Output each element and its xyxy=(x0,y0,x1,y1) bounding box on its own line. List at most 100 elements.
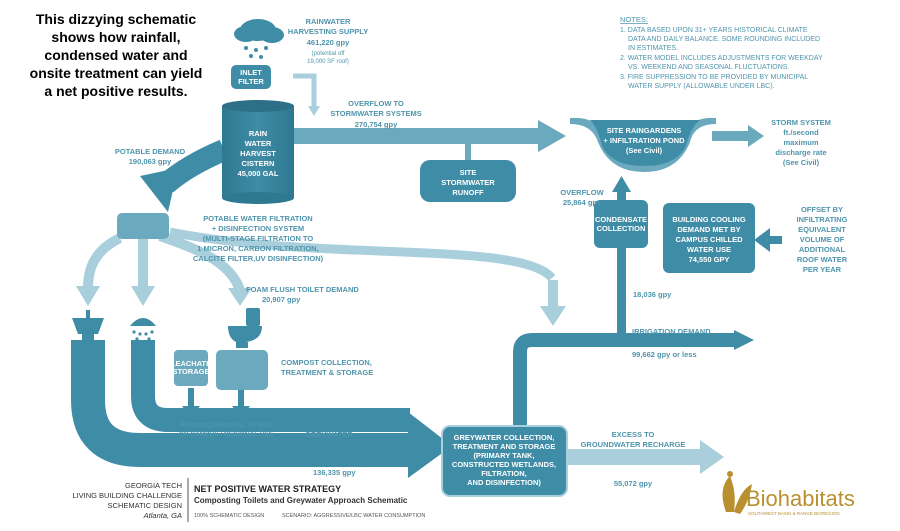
greywater-value: 136,335 gpy xyxy=(313,468,356,477)
greywater-box-label: GREYWATER COLLECTION, xyxy=(454,433,555,442)
overflow-storm-label: OVERFLOW TO xyxy=(348,99,404,108)
cistern-label: HARVEST xyxy=(240,149,276,158)
brand-name: Biohabitats xyxy=(746,486,855,511)
greywater-label: GREYWATER xyxy=(305,430,353,439)
offset-arrow xyxy=(754,228,782,252)
greywater-box-label: FILTRATION, xyxy=(481,469,527,478)
rainwater-value: 461,220 gpy xyxy=(307,38,350,47)
inlet-filter-label: INLET xyxy=(240,68,262,77)
storm-system-label: discharge rate xyxy=(775,148,826,157)
compost-label: TREATMENT & STORAGE xyxy=(281,368,373,377)
potable-demand-value: 190,063 gpy xyxy=(129,157,172,166)
potable-demand-label: POTABLE DEMAND xyxy=(115,147,186,156)
cistern-capacity: 45,000 GAL xyxy=(238,169,279,178)
overflow-value: 25,864 gpy xyxy=(563,198,602,207)
greywater-box-label: (PRIMARY TANK, xyxy=(473,451,534,460)
offset-label: EQUIVALENT xyxy=(798,225,846,234)
offset-label: OFFSET BY xyxy=(801,205,843,214)
caption-line: onsite treatment can yield xyxy=(29,65,203,81)
site-runoff-label: SITE xyxy=(460,168,477,177)
cistern-label: RAIN xyxy=(249,129,267,138)
caption-line: This dizzying schematic xyxy=(35,11,197,27)
notes-line: 2. WATER MODEL INCLUDES ADJUSTMENTS FOR … xyxy=(620,55,823,62)
condensate-box xyxy=(594,200,648,248)
raingardens-label: + INFILTRATION POND xyxy=(603,136,685,145)
raingarden-pond xyxy=(590,120,700,166)
irrigation-arrow xyxy=(513,330,754,428)
notes-line: WATER SUPPLY (ALLOWABLE UNDER LBC). xyxy=(628,83,775,90)
inlet-overflow-pipe xyxy=(293,73,320,116)
rainwater-note: 19,000 SF roof) xyxy=(307,59,349,65)
storm-system-label: (See Civil) xyxy=(783,158,820,167)
cooling-box xyxy=(663,203,755,273)
site-runoff-box xyxy=(420,160,516,202)
foam-flush-label: FOAM FLUSH TOILET DEMAND xyxy=(246,285,359,294)
site-runoff-label: RUNOFF xyxy=(452,188,484,197)
rainwater-title: HARVESTING SUPPLY xyxy=(288,27,368,36)
irrigation-label: IRRIGATION DEMAND xyxy=(632,327,711,336)
compost-box xyxy=(216,350,268,390)
caption-line: shows how rainfall, xyxy=(51,29,181,45)
potable-demand-arrow xyxy=(140,139,229,212)
toilet-icon xyxy=(228,308,262,348)
compost-label: COMPOST COLLECTION, xyxy=(281,358,372,367)
sink-icon xyxy=(72,310,104,342)
greywater-box-label: AND DISINFECTION) xyxy=(467,478,541,487)
offset-label: ADDITIONAL xyxy=(799,245,846,254)
biohabitats-logo-icon xyxy=(722,471,752,514)
offset-label: VOLUME OF xyxy=(800,235,845,244)
cooling-label: CAMPUS CHILLED xyxy=(675,235,743,244)
storm-system-label: ft./second xyxy=(783,128,819,137)
leachate-box xyxy=(174,350,208,386)
brand-tagline: SOUTHWEST BASIN & RANGE BIOREGION xyxy=(748,511,840,516)
recharge-arrow xyxy=(568,440,724,474)
filtration-label: + DISINFECTION SYSTEM xyxy=(212,224,304,233)
caption-line: a net positive results. xyxy=(44,83,188,99)
strategy-footer: 100% SCHEMATIC DESIGN xyxy=(194,513,264,519)
filtration-label: POTABLE WATER FILTRATION xyxy=(203,214,312,223)
rain-cloud-icon xyxy=(234,19,284,59)
notes-line: 3. FIRE SUPPRESSION TO BE PROVIDED BY MU… xyxy=(620,74,808,81)
recharge-label: GROUNDWATER RECHARGE xyxy=(581,440,686,449)
cooling-label: WATER USE xyxy=(687,245,731,254)
condensate-label: CONDENSATE xyxy=(595,215,647,224)
strategy-subtitle: Composting Toilets and Greywater Approac… xyxy=(194,496,408,505)
offset-label: ROOF WATER xyxy=(797,255,848,264)
filtration-box xyxy=(117,213,169,239)
leachate-label: STORAGE xyxy=(173,367,210,376)
cooling-label: BUILDING COOLING xyxy=(672,215,745,224)
project-line: SCHEMATIC DESIGN xyxy=(108,501,182,510)
notes-line: IN ESTIMATES. xyxy=(628,45,678,52)
inlet-filter-label: FILTER xyxy=(238,77,264,86)
raingarden-basin xyxy=(570,117,716,172)
condensate-flow-value: 18,036 gpy xyxy=(633,290,672,299)
greywater-treatment-box xyxy=(441,425,568,497)
cooling-value: 74,550 GPY xyxy=(689,255,730,264)
overflow-label: OVERFLOW xyxy=(560,188,604,197)
raingardens-label: (See Civil) xyxy=(626,146,663,155)
recharge-value: 55,072 gpy xyxy=(614,479,653,488)
storm-system-label: maximum xyxy=(783,138,818,147)
greywater-box-label: CONSTRUCTED WETLANDS, xyxy=(452,460,556,469)
overflow-storm-label: STORMWATER SYSTEMS xyxy=(330,109,421,118)
offset-label: INFILTRATING xyxy=(797,215,848,224)
condensate-pipe xyxy=(612,176,631,338)
project-line: GEORGIA TECH xyxy=(125,481,182,490)
foam-flush-value: 20,907 gpy xyxy=(262,295,301,304)
offset-label: PER YEAR xyxy=(803,265,842,274)
notes-line: DATA AND DAILY BALANCE. SOME ROUNDING IN… xyxy=(628,36,820,43)
cooling-label: DEMAND MET BY xyxy=(677,225,740,234)
storm-system-label: STORM SYSTEM xyxy=(771,118,831,127)
filtration-distribution-pipes xyxy=(76,227,566,326)
greywater-arrow xyxy=(71,340,452,478)
shower-icon xyxy=(130,318,156,341)
cistern-tank xyxy=(222,100,294,204)
inlet-filter-box xyxy=(231,65,271,89)
filtration-label: CALCITE FILTER,UV DISINFECTION) xyxy=(193,254,324,263)
condensate-label: COLLECTION xyxy=(597,224,646,233)
filtration-label: (MULTI-STAGE FILTRATION TO xyxy=(203,234,314,243)
filtration-label: 1 MICRON, CARBON FILTRATION, xyxy=(197,244,318,253)
periodic-label: PERIODIC REMOVAL TO SITE xyxy=(180,422,273,429)
